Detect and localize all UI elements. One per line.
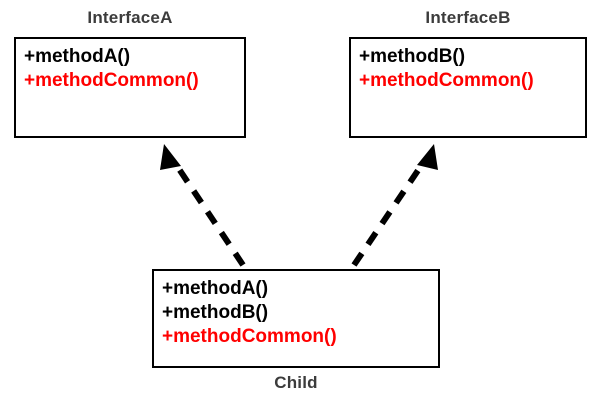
child-box[interactable]: +methodA() +methodB() +methodCommon() [152, 269, 440, 368]
child-title: Child [274, 373, 318, 392]
interfaceb-method-0: +methodB() [359, 46, 466, 67]
child-method-2: +methodCommon() [162, 326, 337, 347]
interfacea-method-0: +methodA() [24, 46, 131, 67]
interfaceb-box[interactable]: +methodB() +methodCommon() [349, 37, 587, 138]
child-method-0: +methodA() [162, 278, 269, 299]
interfaceb-method-1: +methodCommon() [359, 70, 534, 91]
interfacea-method-1: +methodCommon() [24, 70, 199, 91]
child-method-1: +methodB() [162, 302, 269, 323]
interfacea-box[interactable]: +methodA() +methodCommon() [14, 37, 246, 138]
edge-child-to-interfaceb [351, 144, 438, 267]
edge-child-to-interfacea [160, 144, 246, 267]
interfacea-title: InterfaceA [87, 8, 173, 27]
interfaceb-title: InterfaceB [425, 8, 511, 27]
